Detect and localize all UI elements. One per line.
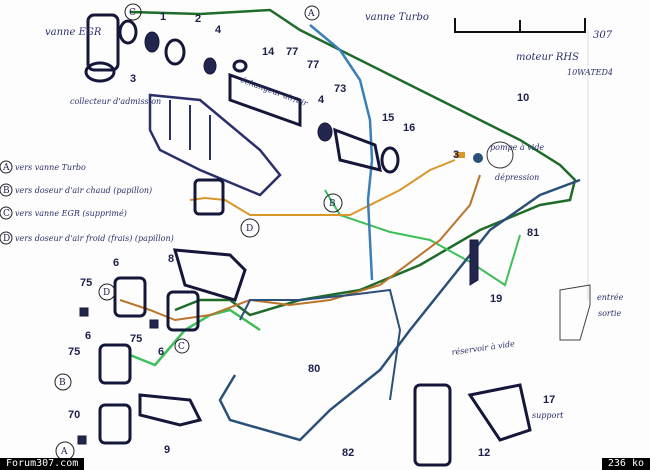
note-reservoir: réservoir à vide — [451, 339, 516, 357]
svg-text:C: C — [178, 342, 185, 352]
circled-letter-b: B — [54, 373, 72, 391]
orange-hose — [189, 159, 456, 216]
svg-text:A: A — [2, 163, 10, 173]
bracket-8 — [172, 248, 247, 302]
intercooler-pipe — [228, 59, 302, 128]
circled-letter-b-top: B — [323, 193, 343, 213]
part-number: 12 — [478, 447, 490, 459]
note-entree: entrée — [597, 293, 624, 302]
part-number: 10 — [517, 92, 529, 104]
svg-text:vers doseur d'air chaud (papil: vers doseur d'air chaud (papillon) — [15, 186, 152, 195]
svg-text:D: D — [3, 234, 10, 244]
reservoir-sketch — [559, 284, 591, 341]
part-number: 3 — [453, 149, 459, 161]
svg-text:B: B — [3, 186, 10, 196]
circled-letter-c: C — [174, 338, 190, 354]
svg-text:B: B — [329, 199, 336, 209]
svg-text:A: A — [60, 447, 68, 457]
part-number: 75 — [68, 346, 80, 358]
part-number: 17 — [543, 394, 555, 406]
part-number: 82 — [342, 447, 354, 459]
part-number: 77 — [307, 59, 319, 71]
circled-letter-d: D — [98, 283, 116, 301]
part-number: 81 — [527, 227, 539, 239]
egr-valve — [84, 13, 120, 83]
circled-letter-a-top: A — [304, 5, 320, 21]
note-moteur: moteur RHS — [516, 52, 579, 63]
svg-text:C: C — [3, 209, 10, 219]
note-engine-code: 10WATED4 — [567, 68, 613, 77]
svg-text:B: B — [59, 378, 66, 388]
svg-text:vers vanne Turbo: vers vanne Turbo — [15, 163, 86, 172]
part-number: 6 — [113, 257, 119, 269]
part-number: 2 — [195, 13, 201, 25]
vacuum-reservoir — [413, 383, 532, 467]
blue-hose — [309, 24, 374, 281]
footer-site: Forum307.com — [0, 458, 85, 470]
note-collecteur: collecteur d'admission — [70, 97, 161, 106]
bracket-19 — [469, 239, 479, 286]
note-support: support — [532, 411, 564, 420]
part-number: 4 — [318, 94, 325, 106]
svg-text:vers vanne EGR (supprimé): vers vanne EGR (supprimé) — [15, 209, 127, 218]
part-number: 75 — [130, 333, 142, 345]
part-number: 80 — [308, 363, 320, 375]
part-number: 70 — [68, 409, 80, 421]
svg-text:C: C — [129, 8, 136, 18]
throttle-body — [193, 178, 225, 216]
svg-text:A: A — [307, 9, 315, 19]
scale-bar — [454, 18, 586, 33]
note-echangeur: échangeur air/air — [239, 75, 310, 108]
part-number: 6 — [158, 346, 164, 358]
note-sortie: sortie — [598, 309, 622, 318]
light-green-hose-right — [324, 189, 521, 287]
seal-rings — [118, 19, 217, 75]
footer-file-size: 236 ko — [601, 458, 650, 470]
green-hose-main — [129, 8, 577, 317]
part-number: 14 — [262, 46, 275, 58]
part-number: 73 — [334, 83, 346, 95]
part-number: 4 — [215, 24, 222, 36]
solenoid-valves — [77, 276, 200, 445]
circled-letter-d-top: D — [240, 218, 260, 238]
part-number: 3 — [130, 73, 136, 85]
part-number: 15 — [382, 112, 394, 124]
vacuum-pump — [455, 141, 514, 169]
outlet-flange — [317, 122, 400, 174]
circled-letter-c-top: C — [124, 3, 142, 21]
part-number: 77 — [286, 46, 298, 58]
svg-text:vers doseur d'air froid (frais: vers doseur d'air froid (frais) (papillo… — [15, 234, 174, 243]
svg-text:D: D — [246, 224, 253, 234]
blue-hose-mid — [239, 288, 402, 401]
svg-text:D: D — [103, 288, 110, 298]
part-number: 16 — [403, 122, 415, 134]
part-number: 9 — [164, 444, 170, 456]
intake-manifold — [148, 93, 282, 197]
part-number: 1 — [160, 11, 166, 23]
note-vanne-turbo: vanne Turbo — [365, 12, 429, 23]
note-vanne-egr: vanne EGR — [45, 27, 102, 38]
part-number: 8 — [168, 253, 174, 265]
note-pompe: pompe à vide — [490, 143, 544, 152]
part-number: 6 — [85, 330, 91, 342]
note-depression: dépression — [495, 173, 539, 182]
note-model: 307 — [593, 30, 613, 41]
bracket-9 — [138, 393, 203, 427]
blue-hose-lower — [218, 178, 581, 442]
part-number: 19 — [490, 293, 502, 305]
orange-hose-lower — [119, 174, 481, 322]
part-number: 75 — [80, 277, 92, 289]
